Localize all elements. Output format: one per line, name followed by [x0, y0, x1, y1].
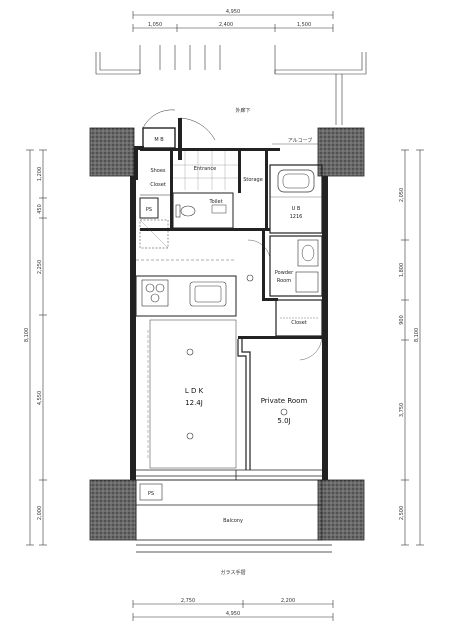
entrance-label: Entrance [194, 166, 216, 172]
ps-box [139, 197, 159, 219]
refrigerator-space [139, 219, 169, 249]
kitchen-ceiling-light [246, 274, 254, 282]
dim-left-2: 450 [37, 204, 43, 214]
toilet-label: Toilet [208, 199, 222, 205]
mb-door-swing [142, 109, 176, 129]
ldk-label-1: L D K [185, 387, 204, 395]
dim-right-total: 8,100 [414, 328, 420, 342]
right-dimensions [401, 149, 424, 546]
shoes-closet-label-2: Closet [150, 182, 166, 188]
washbasin [297, 239, 319, 267]
partition-wall [237, 339, 251, 470]
private-room-label-1: Private Room [261, 397, 308, 405]
dim-left-1: 1,200 [37, 167, 43, 181]
dim-bottom-total: 4,950 [226, 611, 240, 617]
ps-label: PS [146, 207, 152, 213]
outer-walls [130, 146, 328, 480]
ldk-label-2: 12.4J [185, 399, 203, 407]
balcony-label: Balcony [223, 518, 243, 524]
refrigerator-diag [139, 219, 169, 249]
washer-pan [295, 271, 319, 293]
mb-label: M B [154, 137, 164, 143]
column-bottom-left [89, 479, 137, 541]
private-room-label-2: 5.0J [277, 417, 290, 425]
column-top-left [89, 127, 135, 177]
entrance-door-frame [178, 118, 182, 160]
toilet-shelf [211, 204, 227, 214]
washbasin-bowl [301, 244, 315, 262]
balcony-ps-box [139, 483, 163, 501]
powder-room-label-2: Room [277, 278, 291, 284]
entry-walls [140, 148, 280, 231]
dim-left-3: 2,250 [37, 260, 43, 274]
dim-top-2: 2,400 [219, 22, 233, 28]
bathtub [277, 169, 315, 193]
dim-left-5: 2,000 [37, 506, 43, 520]
ldk-ceiling-light-1 [186, 348, 194, 356]
column-bottom-right [317, 479, 365, 541]
column-top-right [317, 127, 365, 177]
toilet-bowl [180, 205, 196, 217]
glass-rail-label: ガラス手摺 [221, 569, 246, 576]
corridor-railing [95, 45, 367, 125]
dim-right-3: 900 [399, 315, 405, 325]
bottom-dimensions [132, 600, 334, 621]
powder-room-label-1: Powder [275, 270, 294, 276]
alcove-label: アルコーブ [288, 137, 313, 144]
bathtub-inner [282, 173, 310, 189]
dim-bottom-1: 2,750 [181, 598, 195, 604]
ldk-room [149, 319, 237, 469]
dim-right-4: 3,750 [399, 403, 405, 417]
corridor-label: 外廊下 [235, 107, 250, 114]
kitchen [135, 259, 237, 317]
left-dimensions [26, 149, 47, 546]
dim-right-1: 2,050 [399, 188, 405, 202]
dim-left-4: 4,550 [37, 391, 43, 405]
shoes-closet-label-1: Shoes [150, 168, 165, 174]
dim-bottom-2: 2,200 [281, 598, 295, 604]
powder-door-swing [247, 239, 271, 259]
window-sash [136, 469, 322, 481]
storage-label: Storage [243, 177, 263, 183]
toilet-room [172, 192, 234, 229]
dim-left-total: 8,100 [24, 328, 30, 342]
ub-label-1: U B [292, 206, 301, 212]
powder-room [269, 235, 323, 297]
hall-walls [238, 231, 322, 339]
dim-top-1: 1,050 [148, 22, 162, 28]
dim-top-3: 1,500 [297, 22, 311, 28]
toilet-tank [175, 204, 181, 218]
closet-door-swing [299, 335, 323, 361]
entrance-tiles [173, 151, 238, 190]
dim-top-total: 4,950 [226, 9, 240, 15]
balcony-outline [135, 479, 332, 553]
ub-label-2: 1216 [290, 214, 303, 220]
dim-right-5: 2,500 [399, 506, 405, 520]
top-dimensions [132, 11, 334, 32]
dim-right-2: 1,800 [399, 263, 405, 277]
entrance-door-swing [179, 117, 216, 160]
balcony-ps-label: PS [148, 491, 154, 497]
closet-label: Closet [291, 320, 307, 326]
private-room-ceiling-light [280, 408, 288, 416]
unit-bath [269, 164, 323, 234]
ldk-ceiling-light-2 [186, 432, 194, 440]
